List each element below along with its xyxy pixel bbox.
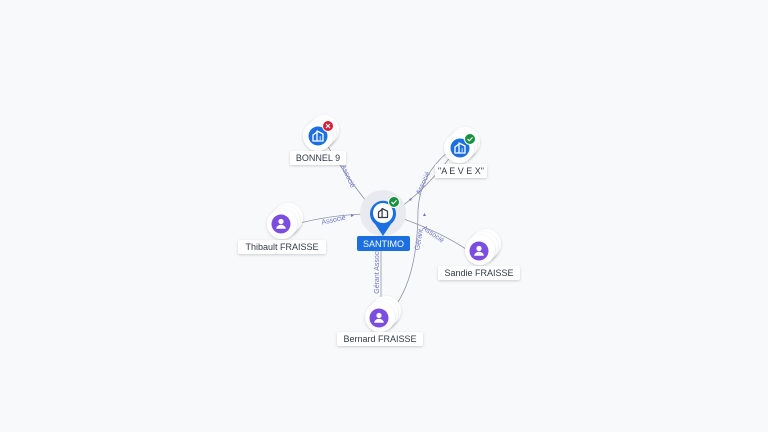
edge-label: Associé bbox=[339, 164, 356, 189]
edge-label: Gérant bbox=[414, 229, 425, 251]
center-node[interactable]: SANTIMO bbox=[357, 190, 410, 251]
center-label: SANTIMO bbox=[363, 239, 404, 249]
node-label: BONNEL 9 bbox=[296, 153, 340, 163]
building-icon bbox=[377, 207, 389, 219]
node-label: Sandie FRAISSE bbox=[444, 268, 513, 278]
status-badge-active bbox=[464, 133, 476, 145]
center-label-box bbox=[357, 236, 410, 251]
node-bernard-fraisse[interactable]: Bernard FRAISSE bbox=[337, 296, 423, 346]
node-aevex[interactable]: "A E V E X" bbox=[435, 127, 487, 178]
arrow-head bbox=[351, 214, 354, 217]
edge-label: Associé bbox=[321, 215, 347, 227]
edge-bernard-aevex bbox=[397, 151, 449, 303]
status-badge-closed bbox=[322, 120, 334, 132]
node-label: Thibault FRAISSE bbox=[245, 242, 318, 252]
node-thibault-fraisse[interactable]: Thibault FRAISSE bbox=[238, 203, 326, 254]
node-sandie-fraisse[interactable]: Sandie FRAISSE bbox=[438, 229, 520, 280]
arrow-head bbox=[409, 198, 412, 201]
edge-sandie-santimo bbox=[400, 217, 467, 250]
arrow-head bbox=[423, 213, 426, 216]
pin-inner bbox=[373, 203, 393, 223]
node-label: "A E V E X" bbox=[438, 166, 484, 176]
node-bonnel-9[interactable]: BONNEL 9 bbox=[290, 115, 346, 165]
edge-label: Gérant Associé bbox=[374, 246, 381, 294]
status-badge-active bbox=[388, 196, 400, 208]
node-label: Bernard FRAISSE bbox=[343, 334, 416, 344]
